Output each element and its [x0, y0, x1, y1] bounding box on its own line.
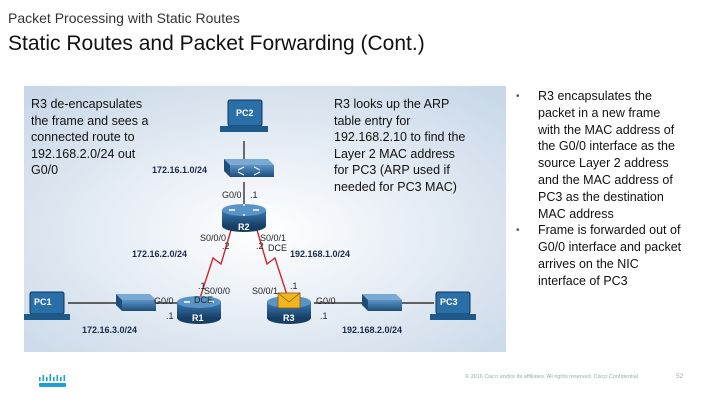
- r2-dce-label: DCE: [268, 243, 288, 253]
- r1-g00-label: G0/0: [154, 296, 174, 306]
- pc2-icon: [220, 99, 268, 132]
- pc1-label: PC1: [34, 297, 52, 307]
- r1-g00-ip: .1: [166, 311, 174, 321]
- network-label-192-168-1: 192.168.1.0/24: [290, 249, 351, 259]
- r2-g00-ip: .1: [250, 190, 258, 200]
- r1-s000-label: S0/0/0: [204, 286, 231, 296]
- slide-subtitle: Packet Processing with Static Routes: [8, 10, 240, 26]
- pc3-icon: [430, 291, 476, 320]
- r2-s000-ip: .2: [222, 241, 230, 251]
- bullet-item: • Frame is forwarded out of G0/0 interfa…: [516, 222, 716, 289]
- r1-dce-label: DCE: [194, 295, 214, 305]
- r3-deencapsulation-note: R3 de-encapsulates the frame and sees a …: [31, 97, 149, 178]
- serial-link-r1-r2: [199, 229, 232, 299]
- r1-router-icon: [177, 296, 221, 324]
- r3-g00-label: G0/0: [316, 296, 336, 306]
- copyright-footer: © 2016 Cisco and/or its affiliates. All …: [465, 374, 639, 380]
- r2-s001-label: S0/0/1: [260, 233, 287, 243]
- topology-graphic: [24, 86, 506, 352]
- r2-g00-label: G0/0: [222, 190, 242, 200]
- slide-title: Static Routes and Packet Forwarding (Con…: [8, 32, 425, 55]
- r2-s000-label: S0/0/0: [200, 233, 227, 243]
- r2-label: R2: [238, 222, 250, 232]
- bullet-marker: •: [516, 225, 520, 237]
- page-number: 52: [676, 373, 684, 380]
- r3-arp-lookup-note: R3 looks up the ARP table entry for 192.…: [334, 97, 466, 194]
- network-topology-diagram: PC2 R2 PC1 R1 R3 PC3 172.16.1.0/24 172.1…: [24, 86, 506, 352]
- pc2-label: PC2: [236, 108, 254, 118]
- network-label-192-168-2: 192.168.2.0/24: [342, 325, 403, 335]
- bullet-text: Frame is forwarded out of G0/0 interface…: [538, 223, 682, 288]
- network-label-172-16-3: 172.16.3.0/24: [82, 325, 138, 335]
- cisco-logo-icon: [39, 374, 66, 387]
- r2-router-icon: [222, 204, 266, 232]
- network-label-172-16-2: 172.16.2.0/24: [132, 249, 188, 259]
- r2-s001-ip: .2: [256, 241, 264, 251]
- serial-link-r2-r3: [256, 229, 289, 299]
- pc1-icon: [24, 291, 70, 320]
- bullet-list: • R3 encapsulates the packet in a new fr…: [516, 88, 716, 290]
- switch-s1-icon: [116, 294, 156, 311]
- bullet-marker: •: [516, 91, 520, 102]
- pc3-label: PC3: [440, 297, 458, 307]
- r3-g00-ip: .1: [320, 311, 328, 321]
- network-label-172-16-1: 172.16.1.0/24: [152, 165, 208, 175]
- switch-s2-icon: [224, 159, 274, 177]
- r3-s001-ip: .1: [290, 281, 298, 291]
- bullet-text: R3 encapsulates the packet in a new fram…: [538, 89, 675, 221]
- switch-s3-icon: [362, 294, 402, 311]
- r3-label: R3: [283, 313, 295, 323]
- r3-s001-label: S0/0/1: [252, 286, 279, 296]
- r1-s000-ip: .1: [198, 281, 206, 291]
- r1-label: R1: [192, 313, 204, 323]
- packet-envelope-icon: [277, 292, 301, 309]
- bullet-item: • R3 encapsulates the packet in a new fr…: [516, 88, 716, 222]
